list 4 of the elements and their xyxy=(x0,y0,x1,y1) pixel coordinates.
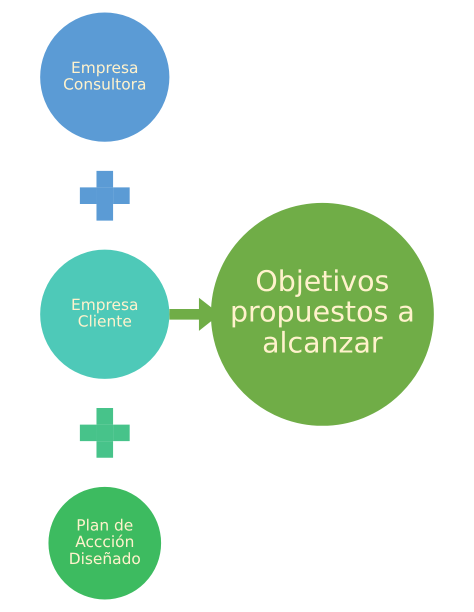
node-circle: Objetivos propuestos a alcanzar xyxy=(210,202,434,426)
node-circle: Plan de Accción Diseñado xyxy=(48,486,162,600)
node-circle: Empresa Consultora xyxy=(40,12,170,142)
node-circle: Empresa Cliente xyxy=(40,250,170,379)
